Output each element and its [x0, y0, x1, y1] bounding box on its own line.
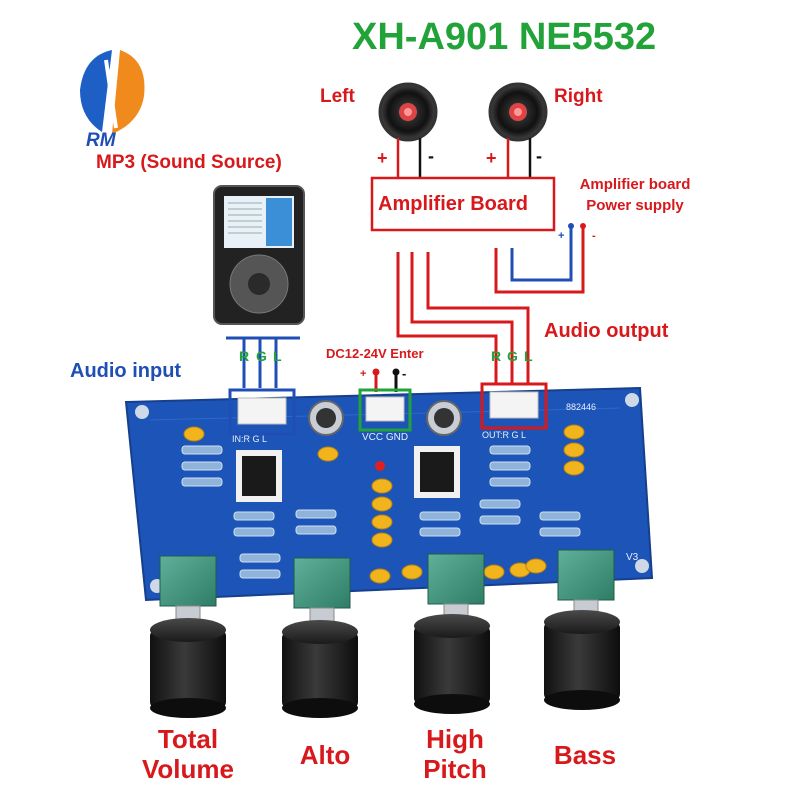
amplifier-board-label: Amplifier Board [378, 193, 529, 215]
vcc-gnd-label: VCC GND [362, 432, 409, 443]
power-connector [358, 388, 412, 432]
logo-text: RM [86, 130, 116, 151]
knob-label-line1: Alto [299, 740, 351, 770]
bass-potentiometer-icon [544, 549, 620, 710]
ic-chips [236, 446, 460, 502]
knob-label-bass: Bass [520, 740, 650, 770]
mp3-source-label: MP3 (Sound Source) [96, 152, 282, 173]
input-connector [228, 388, 296, 436]
resistors [181, 445, 581, 579]
dc-minus-label: - [402, 366, 407, 381]
audio-input-wires [226, 336, 300, 388]
dc-plus-label: + [360, 368, 367, 380]
rm-logo [80, 50, 145, 134]
left-speaker-icon [378, 82, 438, 142]
left-minus-label: - [428, 146, 434, 166]
mp3-player-icon [213, 185, 305, 325]
power-minus-label: - [592, 230, 596, 242]
left-plus-label: + [377, 148, 388, 168]
knob-label-line2: Volume [142, 754, 234, 784]
output-connector [480, 382, 548, 430]
knob-label-high-pitch: High Pitch [390, 724, 520, 784]
right-speaker-icon [488, 82, 548, 142]
audio-input-label: Audio input [70, 360, 182, 382]
speaker-wires [396, 138, 532, 178]
ceramic-capacitors [183, 424, 585, 584]
pcb-code-label: 882446 [566, 402, 597, 412]
amp-power-label-2: Power supply [586, 197, 684, 214]
alto-potentiometer-icon [282, 557, 358, 718]
high-pitch-potentiometer-icon [414, 553, 490, 714]
electrolytic-capacitors [308, 400, 462, 436]
power-supply-wires [494, 223, 586, 294]
page-title: XH-A901 NE5532 [352, 16, 657, 58]
in-pins-label: IN:R G L [232, 434, 268, 444]
power-plus-label: + [558, 230, 565, 242]
input-l-label: L [273, 348, 282, 364]
amplifier-board-box [370, 176, 556, 232]
knob-label-total-volume: Total Volume [118, 724, 258, 784]
dc-input-label: DC12-24V Enter [326, 346, 424, 361]
left-speaker-label: Left [320, 86, 355, 107]
knob-label-line2: Pitch [423, 754, 487, 784]
knob-label-line1: High [426, 724, 484, 754]
right-speaker-label: Right [554, 86, 603, 107]
audio-output-label: Audio output [544, 320, 669, 342]
audio-output-wires [396, 252, 530, 385]
output-g-label: G [507, 348, 518, 364]
input-g-label: G [256, 348, 267, 364]
pcb-version-label: V3 [626, 552, 639, 563]
knob-label-line1: Bass [553, 740, 617, 770]
dc-input-wires [372, 368, 400, 392]
knob-label-alto: Alto [260, 740, 390, 770]
amp-power-label-1: Amplifier board [579, 176, 691, 193]
led-icon [375, 461, 385, 471]
output-r-label: R [491, 348, 502, 364]
volume-potentiometer-icon [150, 555, 226, 718]
knob-label-line1: Total [157, 724, 219, 754]
out-pins-label: OUT:R G L [482, 430, 527, 440]
right-plus-label: + [486, 148, 497, 168]
output-l-label: L [524, 348, 533, 364]
right-minus-label: - [536, 146, 542, 166]
input-r-label: R [239, 348, 250, 364]
